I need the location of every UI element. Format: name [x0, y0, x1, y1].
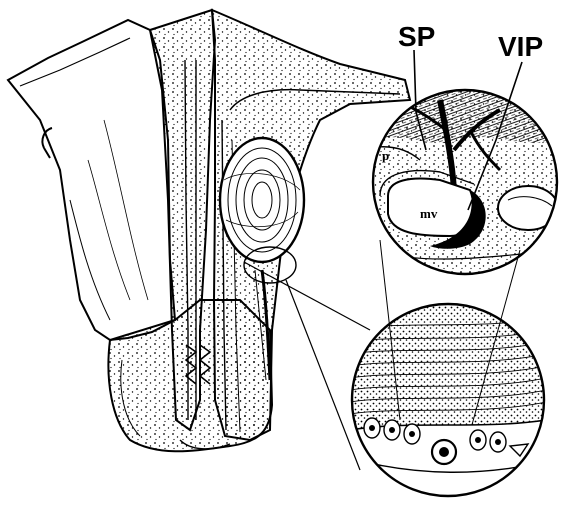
label-p: p: [382, 148, 389, 163]
oval-gland: [220, 138, 304, 262]
lower-magnified-circle: [350, 304, 546, 500]
label-sp: SP: [398, 21, 435, 52]
label-mv: mv: [420, 206, 438, 221]
outer-wall: [8, 20, 175, 340]
label-vip: VIP: [498, 31, 543, 62]
upper-magnified-circle: [370, 88, 560, 278]
